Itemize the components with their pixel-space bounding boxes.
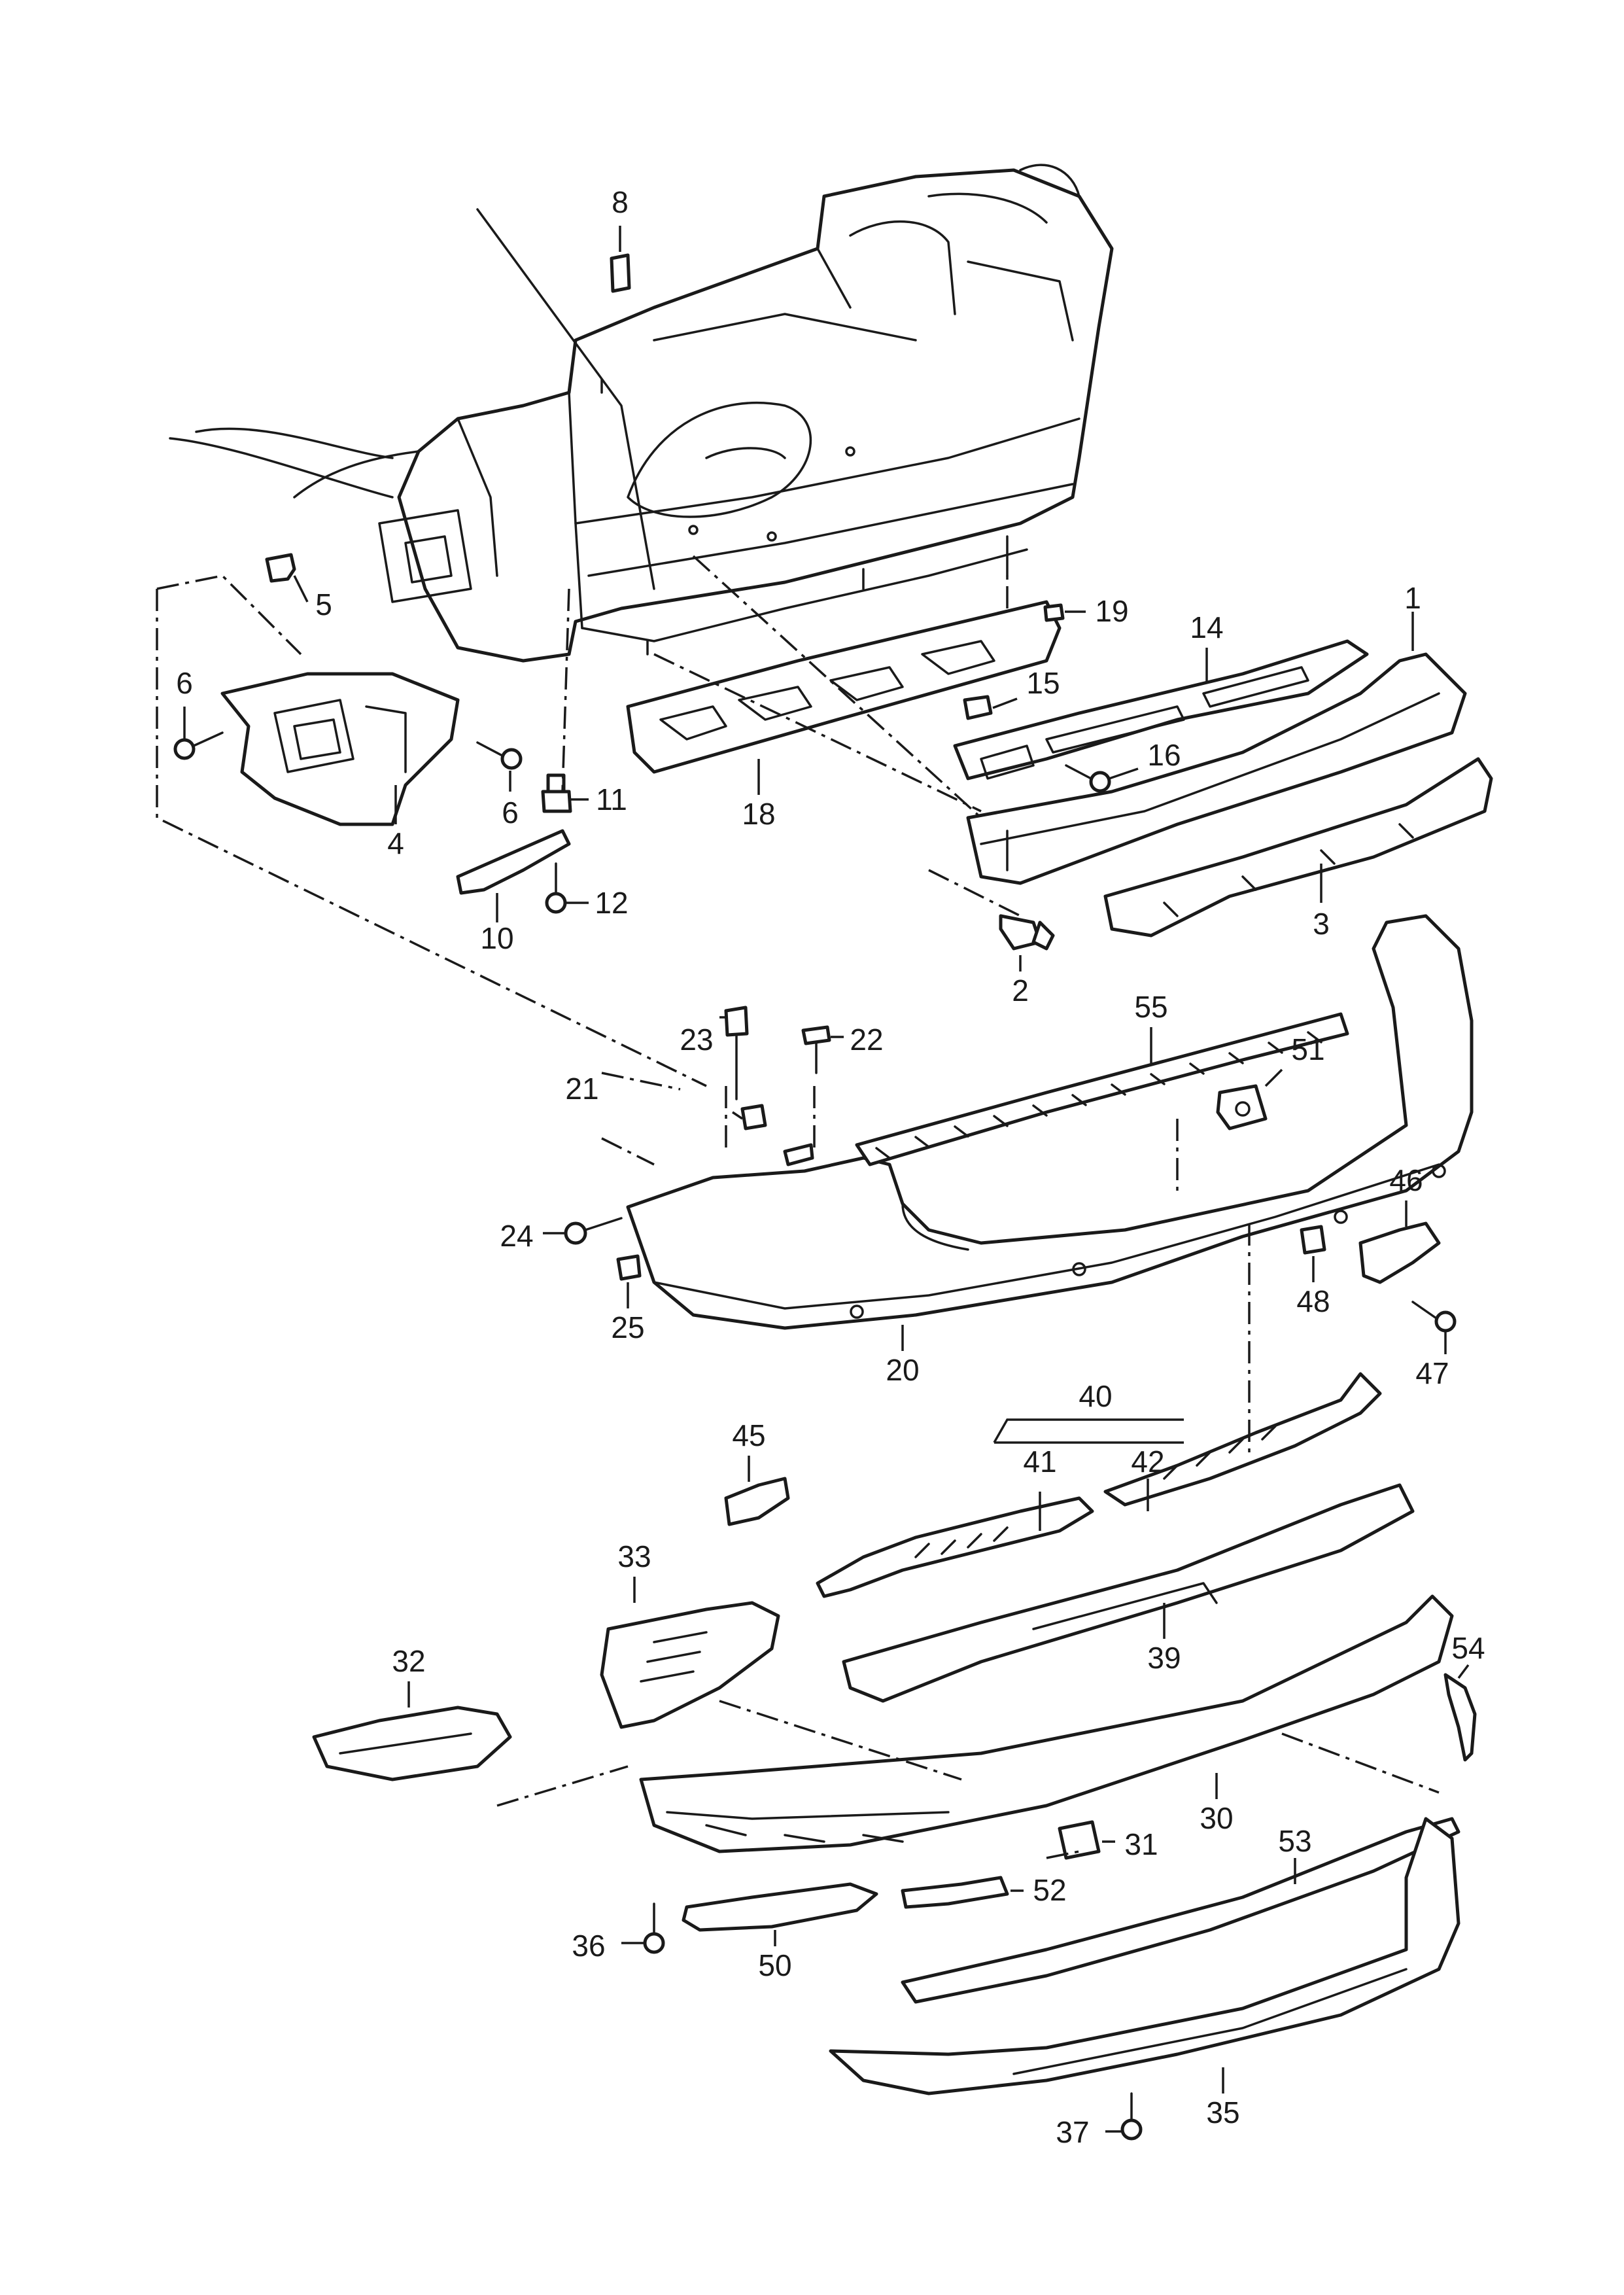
callout-5: 5 — [315, 587, 332, 622]
callout-20: 20 — [886, 1353, 919, 1387]
part-3-bracket — [1103, 757, 1493, 937]
part-39-reinforcement — [842, 1483, 1415, 1703]
part-33-side-guide — [600, 1577, 780, 1729]
callout-37: 37 — [1056, 2115, 1089, 2149]
callout-41: 41 — [1023, 1445, 1056, 1479]
part-30-diffuser-cover — [639, 1594, 1454, 1853]
callout-50: 50 — [758, 1948, 791, 1982]
callout-36: 36 — [572, 1929, 605, 1963]
callout-21: 21 — [565, 1072, 598, 1106]
callout-4: 4 — [387, 826, 404, 860]
parts-36-37-screws — [621, 1902, 1143, 2141]
callout-22: 22 — [850, 1023, 883, 1057]
callout-1: 1 — [1404, 581, 1421, 615]
callout-6-left: 6 — [176, 666, 193, 700]
part-32-side-guide — [312, 1681, 512, 1781]
callout-24: 24 — [500, 1219, 533, 1253]
callout-45: 45 — [732, 1418, 765, 1452]
callout-31: 31 — [1124, 1827, 1158, 1861]
assembly-lines — [156, 555, 1440, 1859]
part-35-lower-diffuser — [829, 1817, 1460, 2095]
part-55-trim-strip — [855, 1012, 1349, 1166]
callout-30: 30 — [1200, 1801, 1233, 1835]
callout-40: 40 — [1079, 1379, 1112, 1413]
part-6-screw-right — [476, 741, 523, 792]
part-5-clip — [265, 553, 309, 603]
part-53-trim-strip — [901, 1817, 1460, 2004]
callout-35: 35 — [1206, 2095, 1239, 2129]
part-31-cap — [1058, 1820, 1115, 1860]
part-6-screw-left — [173, 707, 224, 760]
callout-15: 15 — [1026, 666, 1060, 700]
callout-16: 16 — [1147, 738, 1181, 772]
rear-body-shell — [169, 164, 1114, 663]
part-11-nut — [541, 773, 589, 813]
callout-8: 8 — [612, 185, 629, 219]
callout-3: 3 — [1313, 907, 1330, 941]
callout-47: 47 — [1415, 1356, 1449, 1390]
part-15-clip — [963, 695, 1018, 720]
callout-11: 11 — [596, 782, 627, 816]
part-45-bracket — [724, 1456, 790, 1526]
callout-2: 2 — [1012, 973, 1029, 1007]
callout-14: 14 — [1190, 610, 1223, 644]
part-8-label-plate — [610, 226, 631, 293]
part-50-reflector — [682, 1882, 878, 1946]
part-10-bracket — [456, 829, 571, 922]
part-40-brackets — [816, 1372, 1382, 1598]
part-52-reflector — [901, 1876, 1024, 1909]
part-14-grille-vent — [953, 639, 1369, 780]
callout-labels: 1 2 3 4 5 6 6 8 10 11 12 14 15 16 18 19 … — [176, 185, 1485, 2149]
callout-52: 52 — [1033, 1873, 1066, 1907]
callout-51: 51 — [1291, 1032, 1324, 1066]
callout-55: 55 — [1134, 990, 1167, 1024]
part-54-chrome-trim — [1443, 1664, 1477, 1762]
callout-54: 54 — [1451, 1631, 1485, 1665]
callout-33: 33 — [617, 1539, 651, 1573]
callout-10: 10 — [480, 921, 513, 955]
part-2-bolt — [999, 914, 1055, 972]
callout-19: 19 — [1095, 594, 1128, 628]
callout-39: 39 — [1147, 1641, 1181, 1675]
callout-12: 12 — [595, 886, 628, 920]
part-4-side-mount — [220, 672, 460, 826]
callout-25: 25 — [611, 1310, 644, 1344]
part-1-bumper-carrier — [966, 612, 1467, 885]
part-19-nut — [1043, 603, 1086, 622]
parts-21-to-25-fasteners — [543, 1006, 844, 1308]
callout-23: 23 — [680, 1023, 713, 1057]
part-16-screw — [1065, 764, 1139, 793]
callout-53: 53 — [1278, 1824, 1311, 1858]
callout-42: 42 — [1131, 1445, 1164, 1479]
part-12-screw — [545, 862, 589, 914]
part-18-energy-absorber — [626, 600, 1062, 795]
callout-6-right: 6 — [502, 796, 519, 830]
callout-18: 18 — [742, 797, 775, 831]
part-20-bumper-cover — [626, 914, 1474, 1351]
callout-46: 46 — [1389, 1163, 1423, 1197]
part-51-bracket — [1216, 1068, 1283, 1130]
parts-46-47-48-bracket — [1300, 1200, 1457, 1354]
callout-32: 32 — [392, 1644, 425, 1678]
callout-48: 48 — [1296, 1284, 1330, 1318]
